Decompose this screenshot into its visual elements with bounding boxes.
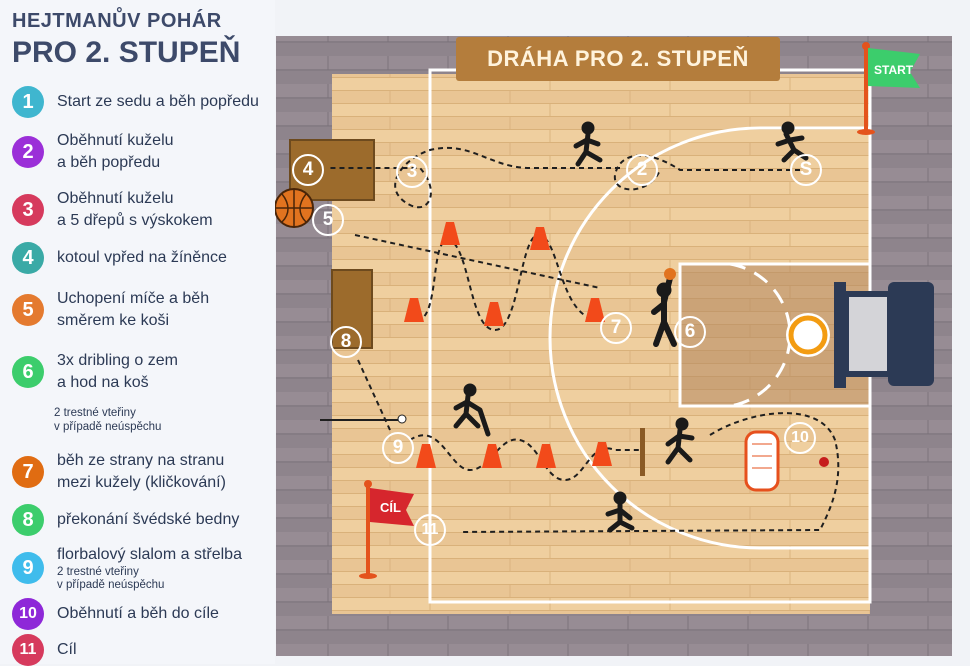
runner-icon [665, 417, 695, 465]
legend-badge: 2 [12, 136, 44, 168]
route-path [357, 359, 391, 431]
title-line-1: HEJTMANŮV POHÁR [12, 10, 222, 32]
cones [404, 222, 612, 468]
legend-badge: 10 [12, 598, 44, 630]
legend-badge: 8 [12, 504, 44, 536]
finish-flag-icon: CÍL [359, 480, 414, 579]
floorball-player-icon [453, 383, 491, 437]
cone-icon [484, 302, 504, 326]
legend-panel: HEJTMANŮV POHÁR PRO 2. STUPEŇ 1 Start ze… [0, 0, 275, 666]
basketball-player-icon [651, 268, 677, 347]
basketball-icon [274, 188, 314, 228]
course-title-banner: DRÁHA PRO 2. STUPEŇ [456, 37, 780, 81]
legend-item-9: 9 florbalový slalom a střelba 2 trestné … [12, 544, 242, 592]
legend-text: překonání švédské bedny [57, 511, 240, 528]
runner-icon [775, 121, 809, 163]
legend-badge: 4 [12, 242, 44, 274]
legend-item-5: 5 Uchopení míče a běh směrem ke koši [12, 288, 209, 332]
free-throw-arc [729, 262, 792, 408]
legend-text: florbalový slalom a střelba [57, 546, 242, 563]
cone-icon [592, 442, 612, 466]
legend-text: Oběhnutí kuželu a běh popředu [57, 132, 174, 171]
station-badge-4: 4 [292, 154, 324, 186]
station-badge-10: 10 [784, 422, 816, 454]
route-path [409, 434, 640, 482]
legend-item-10: 10 Oběhnutí a běh do cíle [12, 598, 219, 630]
cone-icon [416, 444, 436, 468]
legend-badge: 9 [12, 552, 44, 584]
legend-badge: 7 [12, 456, 44, 488]
legend-item-6: 6 3x dribling o zem a hod na koš [12, 350, 178, 394]
legend-item-2: 2 Oběhnutí kuželu a běh popředu [12, 130, 174, 174]
floorball-goal-icon [744, 430, 780, 492]
legend-item-7: 7 běh ze strany na stranu mezi kužely (k… [12, 450, 226, 494]
cone-icon [440, 222, 460, 245]
three-point-arc [548, 126, 870, 550]
legend-text: Oběhnutí a běh do cíle [57, 605, 219, 622]
basketball-hoop-icon [786, 282, 934, 388]
title-line-2: PRO 2. STUPEŇ [12, 36, 241, 69]
penalty-note: 2 trestné vteřiny v případě neúspěchu [54, 407, 162, 433]
cone-icon [536, 444, 556, 468]
legend-text: Cíl [57, 641, 77, 658]
route-path [459, 412, 840, 533]
route-path [354, 234, 601, 289]
cone-icon [404, 298, 424, 322]
station-badge-6: 6 [674, 316, 706, 348]
gate-post [640, 428, 645, 476]
legend-item-11: 11 Cíl [12, 634, 77, 666]
legend-badge: 11 [12, 634, 44, 666]
station-badge-9: 9 [382, 432, 414, 464]
legend-text: Uchopení míče a běh směrem ke koši [57, 290, 210, 329]
runner-icon [573, 121, 603, 167]
route-path [419, 233, 601, 332]
legend-text: Oběhnutí kuželu a 5 dřepů s výskokem [57, 190, 213, 229]
cone-icon [585, 298, 605, 322]
station-badge-start: S [790, 154, 822, 186]
legend-item-3: 3 Oběhnutí kuželu a 5 dřepů s výskokem [12, 188, 213, 232]
legend-text: běh ze strany na stranu mezi kužely (kli… [57, 452, 226, 491]
floorball-stick-icon [320, 414, 407, 424]
route-path [613, 154, 800, 191]
legend-item-1: 1 Start ze sedu a běh popředu [12, 86, 259, 118]
cone-icon [530, 227, 550, 250]
legend-text: 3x dribling o zem a hod na koš [57, 352, 178, 391]
station-badge-5: 5 [312, 204, 344, 236]
finish-flag-label: CÍL [380, 500, 401, 515]
start-flag-label: START [874, 63, 914, 77]
puck-icon [819, 457, 829, 467]
station-badge-8: 8 [330, 326, 362, 358]
station-badge-2: 2 [626, 154, 658, 186]
legend-item-8: 8 překonání švédské bedny [12, 504, 239, 536]
cone-icon [482, 444, 502, 468]
legend-badge: 6 [12, 356, 44, 388]
station-badge-11: 11 [414, 514, 446, 546]
station-badge-3: 3 [396, 156, 428, 188]
legend-item-4: 4 kotoul vpřed na žíněnce [12, 242, 227, 274]
penalty-note: 2 trestné vteřiny v případě neúspěchu [57, 566, 165, 591]
legend-badge: 3 [12, 194, 44, 226]
legend-badge: 5 [12, 294, 44, 326]
legend-text: kotoul vpřed na žíněnce [57, 249, 227, 266]
runner-icon [605, 491, 635, 533]
legend-badge: 1 [12, 86, 44, 118]
legend-text: Start ze sedu a běh popředu [57, 93, 259, 110]
station-badge-7: 7 [600, 312, 632, 344]
start-flag-icon: START [857, 42, 920, 135]
